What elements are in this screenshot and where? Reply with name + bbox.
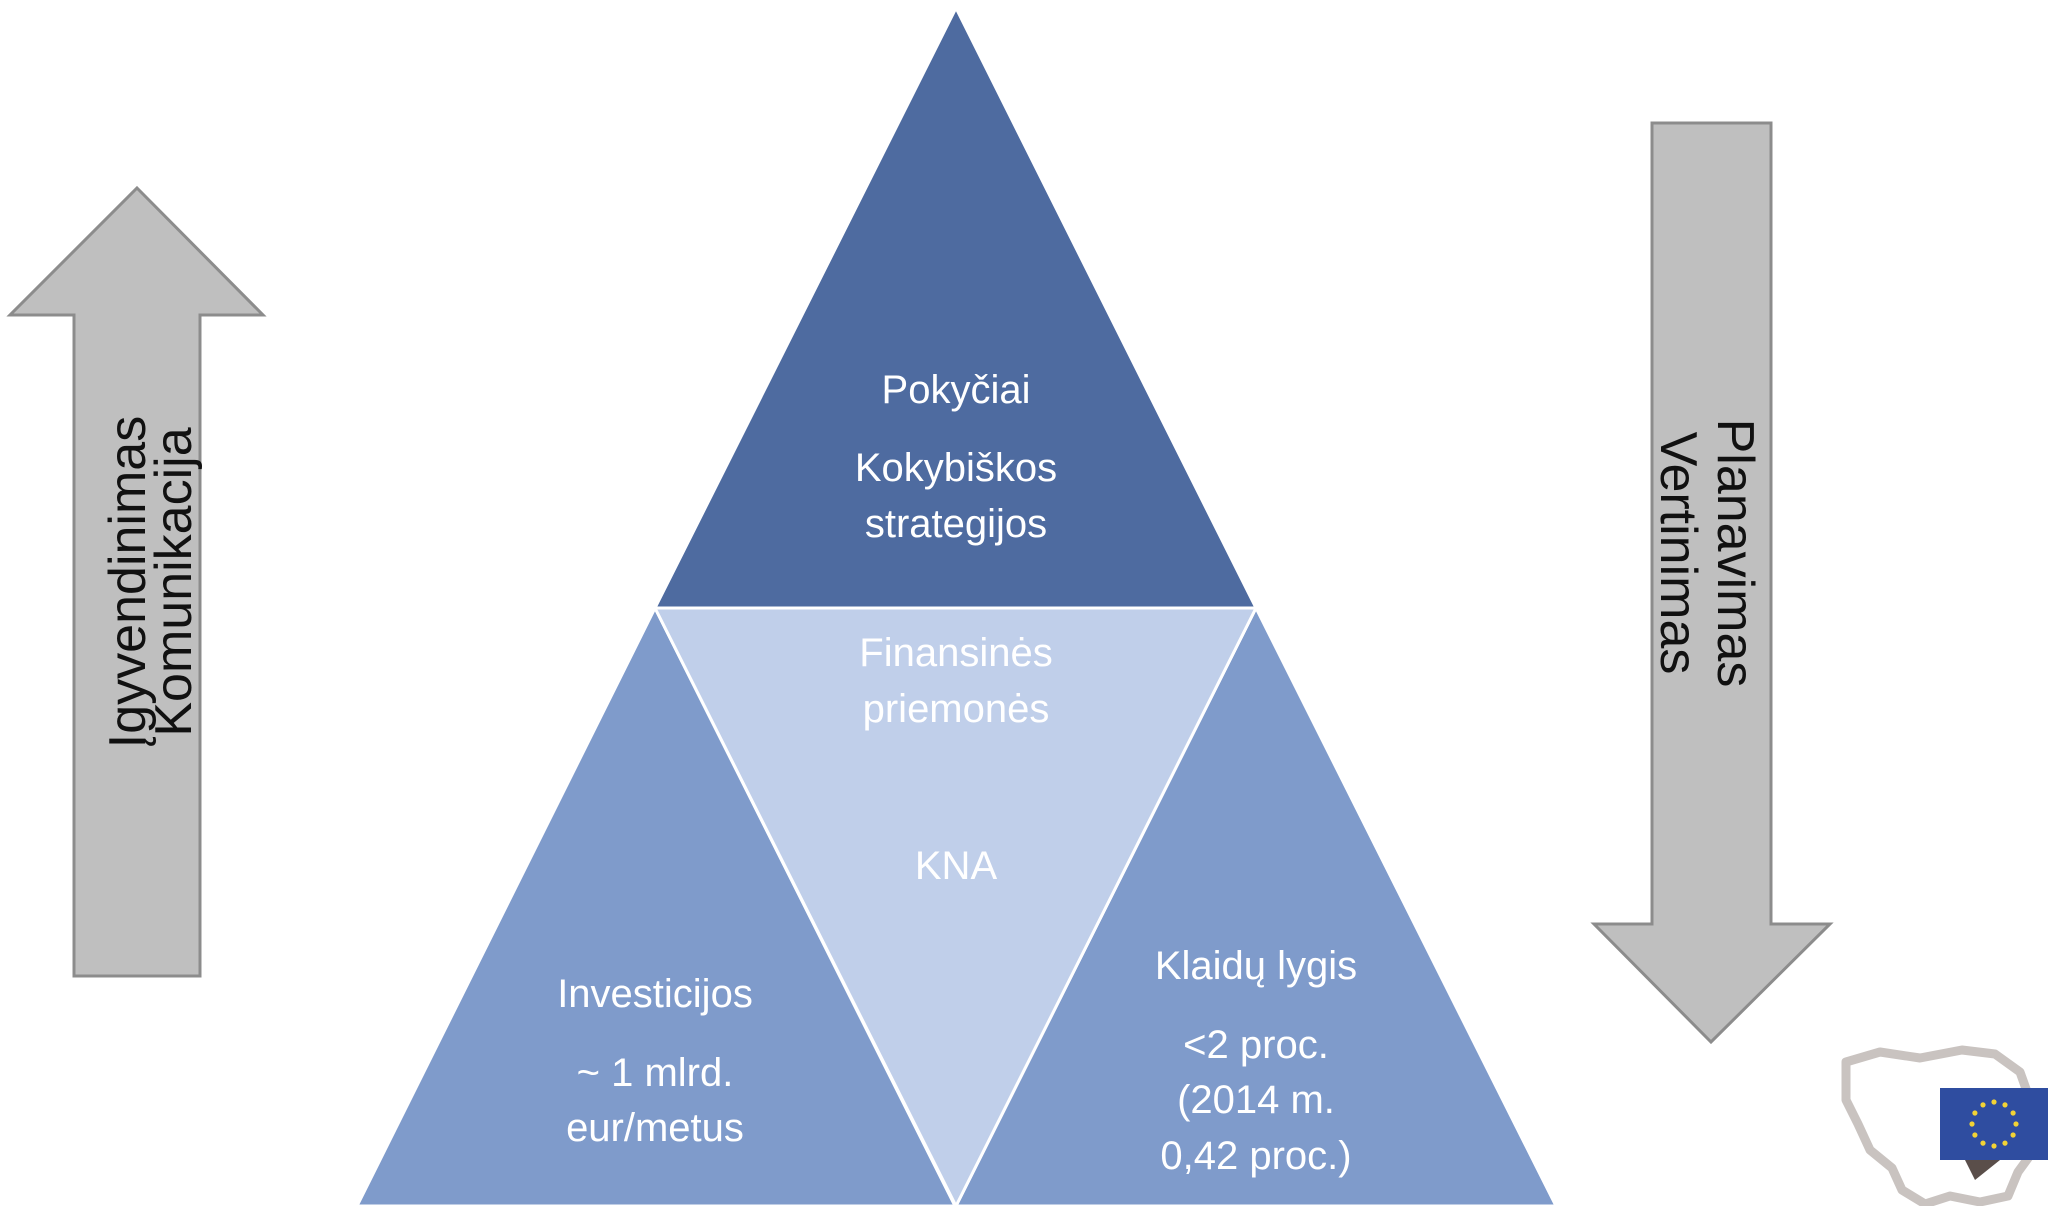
eu-star-icon: [1991, 1099, 1997, 1105]
eu-star-icon: [2010, 1132, 2016, 1138]
right-triangle-title: Klaidų lygis: [1155, 944, 1357, 988]
center-triangle-line-1: Finansinės: [859, 631, 1052, 675]
lithuania-map-eu-flag-logo: [1841, 1045, 2048, 1206]
eu-flag-icon: [1940, 1088, 2048, 1160]
top-triangle-line-2: strategijos: [865, 502, 1047, 546]
right-triangle-line-3: 0,42 proc.): [1160, 1134, 1351, 1178]
right-triangle-line-2: (2014 m.: [1177, 1078, 1335, 1122]
eu-star-icon: [1991, 1143, 1997, 1149]
eu-star-icon: [2013, 1121, 2019, 1127]
eu-flag-tail: [1965, 1160, 2000, 1180]
eu-star-icon: [1972, 1132, 1978, 1138]
right-arrow-label-2: Vertinimas: [1649, 432, 1707, 675]
eu-star-icon: [1980, 1140, 1986, 1146]
eu-star-icon: [2002, 1140, 2008, 1146]
top-triangle-line-1: Kokybiškos: [855, 446, 1057, 490]
left-triangle-line-1: ~ 1 mlrd.: [577, 1051, 734, 1095]
lithuania-map-outline: [1841, 1045, 2039, 1206]
center-triangle-line-2: priemonės: [863, 687, 1050, 731]
eu-star-icon: [1972, 1110, 1978, 1116]
left-arrow-label-1: Įgyvendinimas: [99, 416, 157, 748]
center-triangle-label: KNA: [915, 844, 998, 888]
top-triangle: [652, 4, 1259, 610]
left-triangle-title: Investicijos: [557, 972, 753, 1016]
eu-star-icon: [2010, 1110, 2016, 1116]
eu-stars: [1969, 1099, 2019, 1149]
right-arrow-label-1: Planavimas: [1706, 419, 1764, 688]
right-triangle-line-1: <2 proc.: [1183, 1023, 1329, 1067]
top-triangle-title: Pokyčiai: [882, 368, 1031, 412]
eu-star-icon: [1969, 1121, 1975, 1127]
left-triangle-line-2: eur/metus: [566, 1106, 744, 1150]
eu-star-icon: [2002, 1102, 2008, 1108]
right-down-arrow: [1590, 121, 1834, 1045]
left-arrow-label-2: Komunikacija: [145, 427, 203, 736]
left-up-arrow: [6, 185, 267, 978]
eu-star-icon: [1980, 1102, 1986, 1108]
